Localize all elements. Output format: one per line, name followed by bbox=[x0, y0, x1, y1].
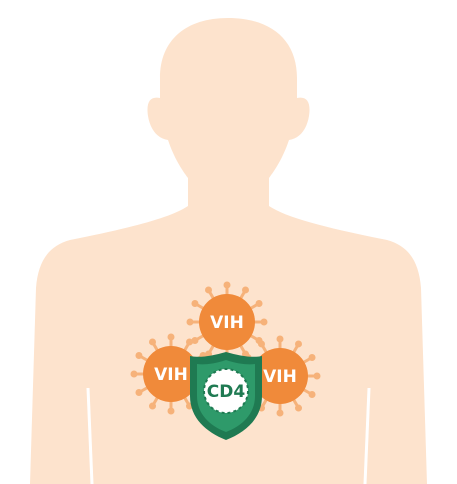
virus-spike-tip bbox=[295, 340, 302, 347]
virus-top-label: VIH bbox=[210, 313, 244, 333]
virus-spike-tip bbox=[135, 352, 142, 359]
virus-spike-tip bbox=[277, 336, 284, 343]
virus-spike-tip bbox=[309, 354, 316, 361]
virus-spike-tip bbox=[261, 319, 268, 326]
cd4-label: CD4 bbox=[207, 382, 246, 402]
virus-spike-tip bbox=[168, 408, 175, 415]
virus-spike-tip bbox=[295, 405, 302, 412]
virus-right-label: VIH bbox=[263, 367, 297, 387]
virus-left-label: VIH bbox=[154, 365, 188, 385]
virus-spike-tip bbox=[256, 300, 263, 307]
virus-spike-tip bbox=[314, 373, 321, 380]
virus-spike-tip bbox=[186, 338, 193, 345]
virus-spike-tip bbox=[205, 286, 212, 293]
virus-spike-tip bbox=[187, 319, 194, 326]
virus-spike-tip bbox=[135, 389, 142, 396]
virus-spike-tip bbox=[149, 403, 156, 410]
virus-spike-tip bbox=[131, 371, 138, 378]
virus-spike-tip bbox=[242, 286, 249, 293]
virus-spike-tip bbox=[224, 282, 231, 289]
virus-spike-tip bbox=[149, 338, 156, 345]
virus-spike-tip bbox=[191, 300, 198, 307]
virus-spike-tip bbox=[258, 340, 265, 347]
virus-spike-tip bbox=[168, 334, 175, 341]
virus-spike-tip bbox=[309, 391, 316, 398]
virus-spike-tip bbox=[277, 410, 284, 417]
